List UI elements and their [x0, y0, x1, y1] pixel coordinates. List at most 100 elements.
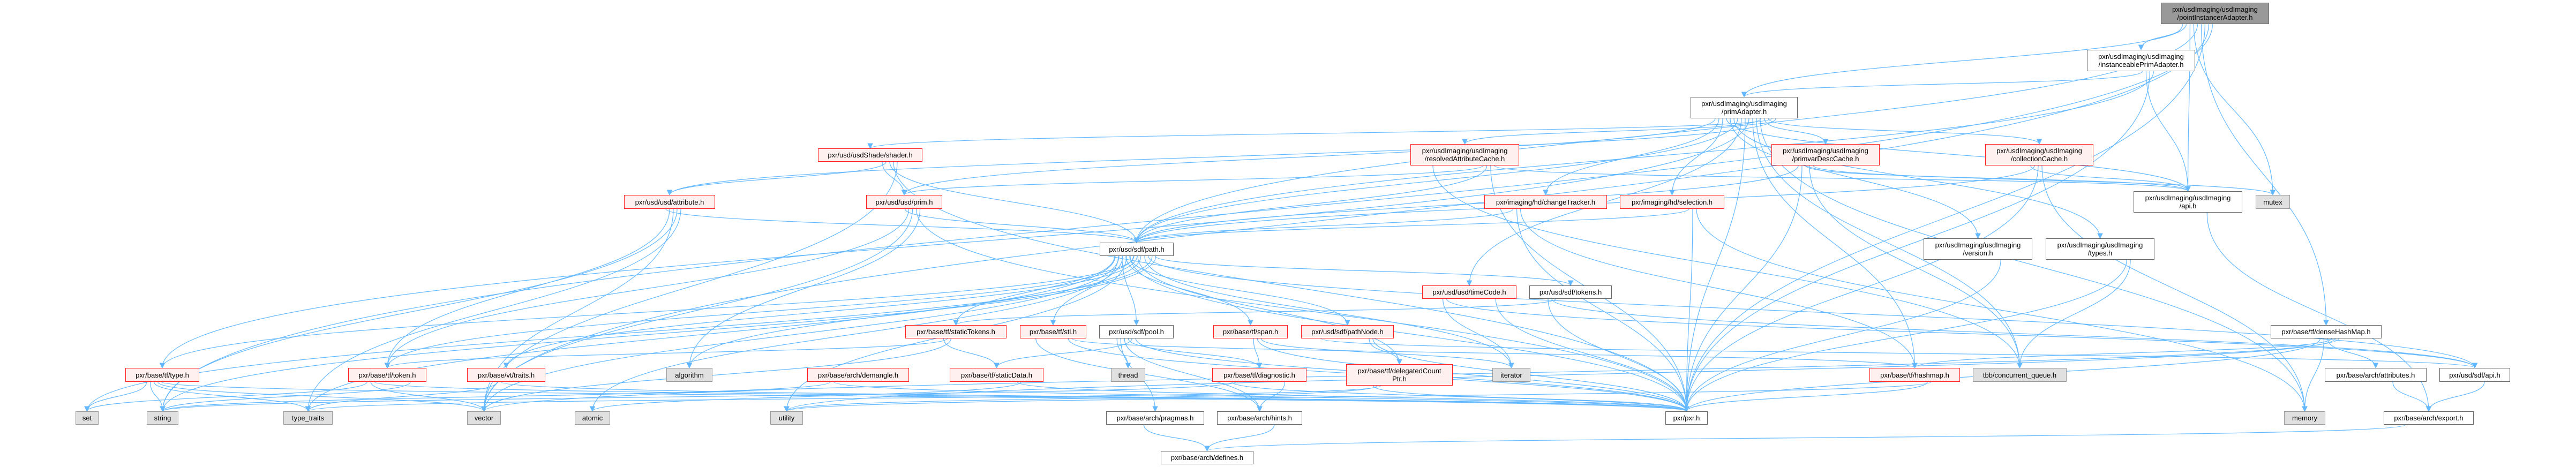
edge-n29-n44: [589, 381, 1022, 412]
node-type-h[interactable]: pxr/base/tf/type.h: [125, 368, 199, 382]
node-path-h[interactable]: pxr/usd/sdf/path.h: [1100, 243, 1174, 256]
node-concurrent-queue-h[interactable]: tbb/concurrent_queue.h: [1973, 368, 2067, 382]
edge-n15-n26: [503, 255, 1138, 369]
node-vector[interactable]: vector: [467, 411, 501, 425]
edge-n15-n25: [384, 255, 1134, 369]
edge-n2-n4: [1764, 118, 1829, 145]
edge-n0-n41: [160, 24, 2213, 412]
node-atomic[interactable]: atomic: [575, 411, 610, 425]
node-attributes-h[interactable]: pxr/base/arch/attributes.h: [2325, 368, 2427, 382]
node-string[interactable]: string: [147, 411, 178, 425]
edge-n19-n43: [481, 338, 951, 412]
edge-n1-n15: [1133, 71, 2154, 244]
edge-n7-n15: [665, 208, 1140, 244]
edge-n18-n38: [2327, 338, 2379, 369]
edge-n28-n48: [833, 381, 1689, 412]
edge-n3-n35: [1432, 165, 2023, 369]
edge-n25-n40: [84, 381, 367, 412]
node-token-h[interactable]: pxr/base/tf/token.h: [348, 368, 426, 382]
edge-n31-n48: [1231, 381, 1689, 412]
node-selection-h[interactable]: pxr/imaging/hd/selection.h: [1620, 195, 1724, 209]
node-thread[interactable]: thread: [1111, 368, 1145, 382]
node-type-traits[interactable]: type_traits: [283, 411, 333, 425]
node-diagnostic-h[interactable]: pxr/base/tf/diagnostic.h: [1212, 368, 1306, 382]
edge-n9-n15: [1133, 208, 1514, 244]
edge-n15-n44: [589, 255, 1123, 412]
edge-n16-n33: [1443, 298, 1514, 369]
edge-n6-n48: [893, 161, 1689, 412]
node-tokens-h[interactable]: pxr/usd/sdf/tokens.h: [1529, 285, 1612, 299]
node-pragmas-h[interactable]: pxr/base/arch/pragmas.h: [1106, 411, 1204, 425]
node-hashmap-h[interactable]: pxr/base/tf/hashmap.h: [1869, 368, 1960, 382]
node-traits-h[interactable]: pxr/base/vt/traits.h: [467, 368, 545, 382]
edge-n23-n39: [1320, 338, 2477, 369]
edge-n37-n49: [1204, 424, 2406, 452]
edge-n6-n7: [666, 161, 887, 196]
node-api-h[interactable]: pxr/usdImaging/usdImaging /api.h: [2134, 191, 2242, 213]
edge-n18-n45: [784, 338, 2335, 412]
edge-n2-n14: [1733, 118, 2103, 239]
node-stl-h[interactable]: pxr/base/tf/stl.h: [1020, 325, 1086, 338]
node-primadapter-h[interactable]: pxr/usdImaging/usdImaging /primAdapter.h: [1691, 97, 1798, 118]
node-hints-h[interactable]: pxr/base/arch/hints.h: [1217, 411, 1302, 425]
edge-n5-n48: [1684, 165, 2039, 412]
edge-n20-n34: [1071, 338, 1918, 369]
edge-n0-n11: [2185, 24, 2191, 192]
node-utility[interactable]: utility: [770, 411, 803, 425]
node-types-h[interactable]: pxr/usdImaging/usdImaging /types.h: [2046, 238, 2154, 260]
edge-n10-n15: [1133, 208, 1689, 244]
node-delegatedcountptr-h[interactable]: pxr/base/tf/delegatedCount Ptr.h: [1346, 364, 1453, 386]
node-timecode-h[interactable]: pxr/usd/usd/timeCode.h: [1422, 285, 1516, 299]
node-memory[interactable]: memory: [2284, 411, 2325, 425]
edge-n0-n12: [2193, 24, 2276, 196]
edge-n5-n11: [2030, 165, 2191, 192]
node-pointinstanceradapter-h[interactable]: pxr/usdImaging/usdImaging /pointInstance…: [2161, 3, 2269, 24]
node-defines-h[interactable]: pxr/base/arch/defines.h: [1161, 451, 1253, 464]
node-algorithm[interactable]: algorithm: [666, 368, 712, 382]
node-span-h[interactable]: pxr/base/tf/span.h: [1213, 325, 1288, 338]
node-pool-h[interactable]: pxr/usd/sdf/pool.h: [1099, 325, 1174, 338]
edge-n17-n19: [953, 298, 1556, 326]
edge-n15-n39: [1148, 255, 2478, 369]
node-export-h[interactable]: pxr/base/arch/export.h: [2384, 411, 2474, 425]
node-staticdata-h[interactable]: pxr/base/tf/staticData.h: [950, 368, 1043, 382]
edge-n18-n36: [2302, 338, 2324, 412]
node-attribute-h[interactable]: pxr/usd/usd/attribute.h: [624, 195, 715, 209]
edge-n19-n29: [943, 338, 1000, 369]
edge-n7-n42: [305, 208, 681, 412]
node-changetracker-h[interactable]: pxr/imaging/hd/changeTracker.h: [1484, 195, 1607, 209]
edge-n24-n48: [161, 381, 1689, 412]
node-statictokens-h[interactable]: pxr/base/tf/staticTokens.h: [905, 325, 1007, 338]
edge-n28-n41: [160, 381, 831, 412]
edge-n47-n49: [1204, 424, 1275, 452]
edge-n2-n3: [1462, 118, 1761, 145]
node-version-h[interactable]: pxr/usdImaging/usdImaging /version.h: [1924, 238, 2032, 260]
node-densehashmap-h[interactable]: pxr/base/tf/denseHashMap.h: [2271, 325, 2382, 338]
edge-n39-n37: [2425, 381, 2485, 412]
node-prim-h[interactable]: pxr/usd/usd/prim.h: [866, 195, 942, 209]
edge-n4-n35: [1809, 165, 2023, 369]
node-mutex[interactable]: mutex: [2256, 195, 2290, 209]
node-set[interactable]: set: [76, 411, 99, 425]
edge-n25-n43: [370, 381, 487, 412]
node-demangle-h[interactable]: pxr/base/arch/demangle.h: [807, 368, 909, 382]
node-resolvedattributecache-h[interactable]: pxr/usdImaging/usdImaging /resolvedAttri…: [1410, 144, 1519, 165]
edge-n15-n41: [160, 255, 1156, 412]
node-pathnode-h[interactable]: pxr/usd/sdf/pathNode.h: [1301, 325, 1394, 338]
node-pxr-h[interactable]: pxr/pxr.h: [1665, 411, 1708, 425]
edge-n9-n48: [1516, 208, 1689, 412]
edge-n6-n8: [882, 161, 907, 196]
edge-n32-n42: [305, 385, 1381, 412]
edge-n8-n48: [916, 208, 1689, 412]
node-shader-h[interactable]: pxr/usd/usdShade/shader.h: [818, 148, 922, 162]
node-instanceableprimadapter-h[interactable]: pxr/usdImaging/usdImaging /instanceableP…: [2087, 50, 2195, 71]
edge-n4-n15: [1133, 165, 1799, 244]
node-primvardesccache-h[interactable]: pxr/usdImaging/usdImaging /primvarDescCa…: [1771, 144, 1880, 165]
node-collectioncache-h[interactable]: pxr/usdImaging/usdImaging /collectionCac…: [1985, 144, 2093, 165]
node-api-h[interactable]: pxr/usd/sdf/api.h: [2439, 368, 2510, 382]
node-iterator[interactable]: iterator: [1492, 368, 1530, 382]
edge-n23-n32: [1369, 338, 1402, 365]
edge-n34-n45: [784, 381, 1932, 412]
